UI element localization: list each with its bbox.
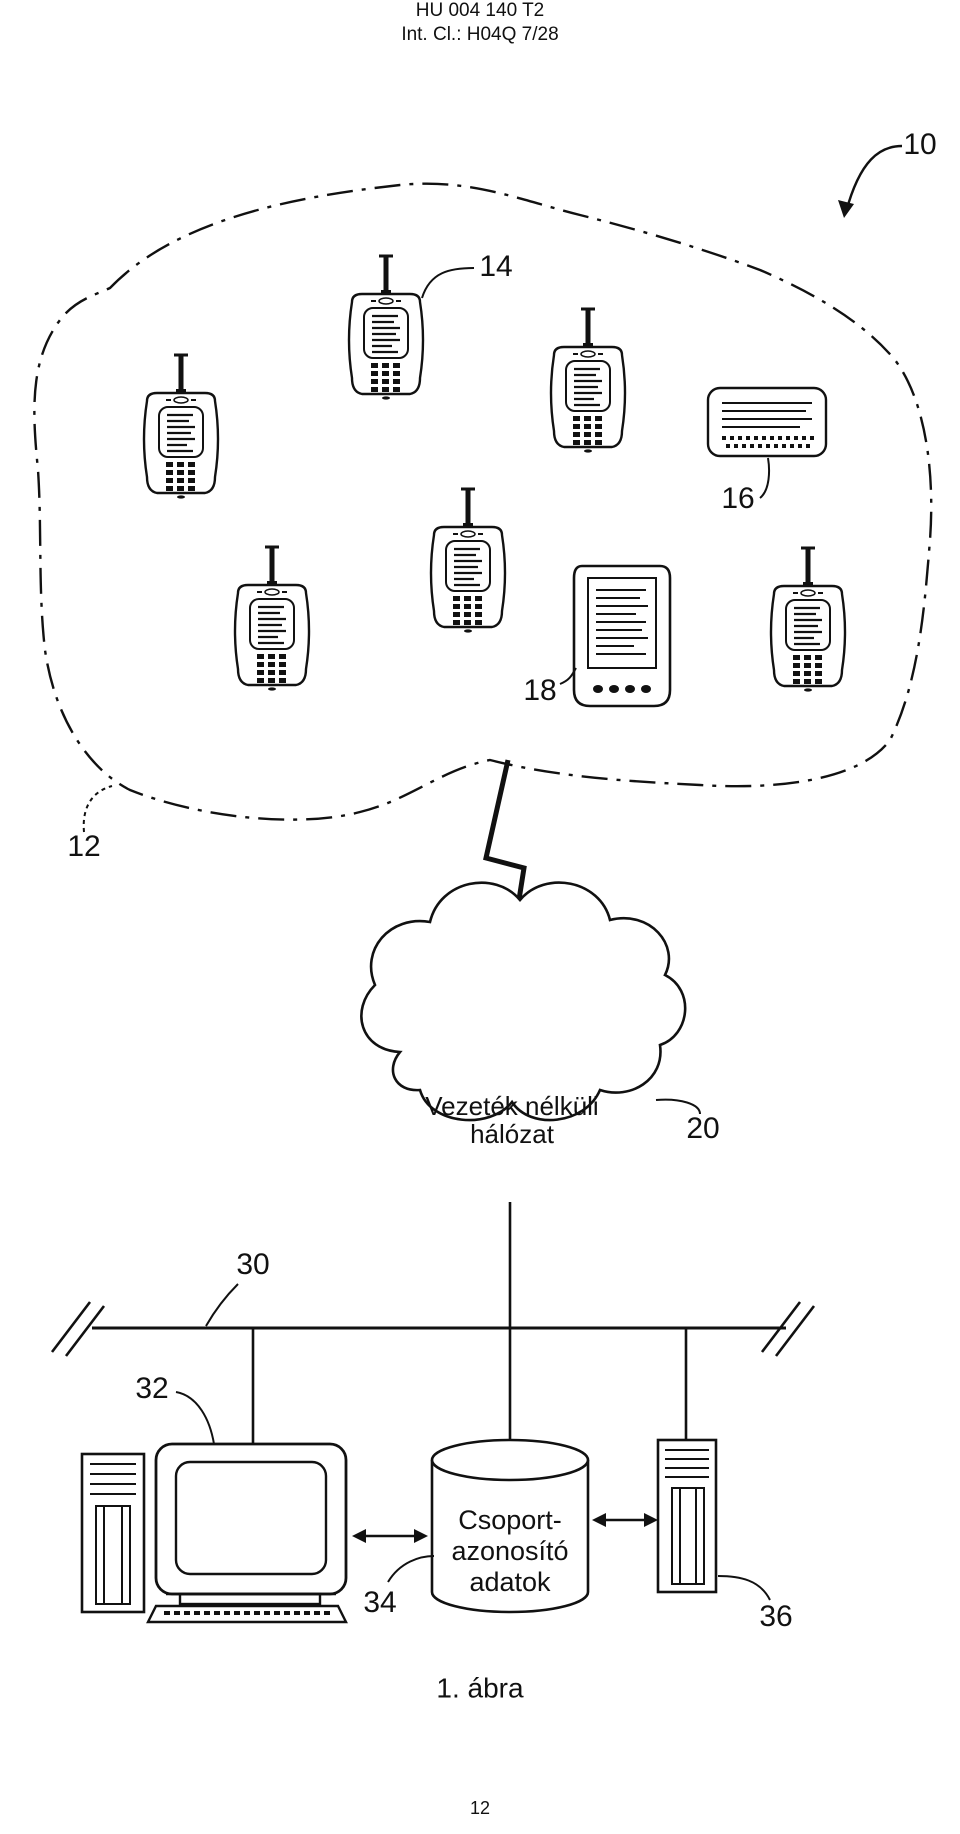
- ref-18: 18: [523, 674, 556, 707]
- mobile-phone-5: [235, 547, 309, 691]
- mobile-phone-4: [431, 489, 505, 633]
- bus-break-left-1: [50, 1301, 92, 1353]
- ref-34: 34: [363, 1586, 396, 1619]
- database-server-arrow: [592, 1513, 658, 1527]
- bus-break-left-2: [64, 1305, 106, 1357]
- ref-20: 20: [686, 1112, 719, 1145]
- ref-20-leader: [655, 1098, 701, 1115]
- ref-18-leader: [559, 667, 577, 685]
- document-number: HU 004 140 T2: [415, 0, 545, 21]
- wireless-network-cloud: [360, 881, 687, 1122]
- workstation-database-arrow: [352, 1529, 428, 1543]
- mobile-phone-2: [349, 256, 423, 400]
- database-label-line3: adatok: [469, 1567, 551, 1597]
- ref-10: 10: [903, 128, 936, 161]
- pager-device: [706, 386, 828, 458]
- cloud-label-line1: Vezeték nélküli: [425, 1091, 598, 1121]
- ref-12-leader: [82, 785, 113, 833]
- ref-36-leader: [717, 1575, 771, 1601]
- mobile-phone-6: [771, 548, 845, 692]
- figure-caption: 1. ábra: [436, 1672, 524, 1703]
- mobile-phone-1: [144, 355, 218, 499]
- bus-break-right-2: [774, 1305, 816, 1357]
- ref-12: 12: [67, 830, 100, 863]
- ref-14-leader: [421, 267, 475, 299]
- ref-16-leader: [759, 457, 770, 499]
- coverage-area-boundary: [33, 182, 933, 821]
- bus-break-right-1: [760, 1301, 802, 1353]
- page-number: 12: [469, 1798, 491, 1818]
- database-label-line2: azonosító: [451, 1536, 568, 1566]
- database-label-line1: Csoport-: [458, 1505, 562, 1535]
- classification: Int. Cl.: H04Q 7/28: [401, 24, 559, 45]
- ref-30-leader: [205, 1283, 239, 1327]
- ref-36: 36: [759, 1600, 792, 1633]
- ref-10-arrow: [844, 144, 903, 213]
- ref-32: 32: [135, 1372, 168, 1405]
- ref-34-leader: [387, 1555, 435, 1583]
- ref-14: 14: [479, 250, 512, 283]
- mobile-phone-3: [551, 309, 625, 453]
- server-tower: [656, 1438, 718, 1594]
- ref-16: 16: [721, 482, 754, 515]
- pda-device: [572, 564, 672, 708]
- ref-32-leader: [175, 1391, 215, 1445]
- workstation: [80, 1442, 348, 1624]
- cloud-label-line2: hálózat: [470, 1119, 555, 1149]
- ref-30: 30: [236, 1248, 269, 1281]
- group-id-database: [430, 1438, 590, 1614]
